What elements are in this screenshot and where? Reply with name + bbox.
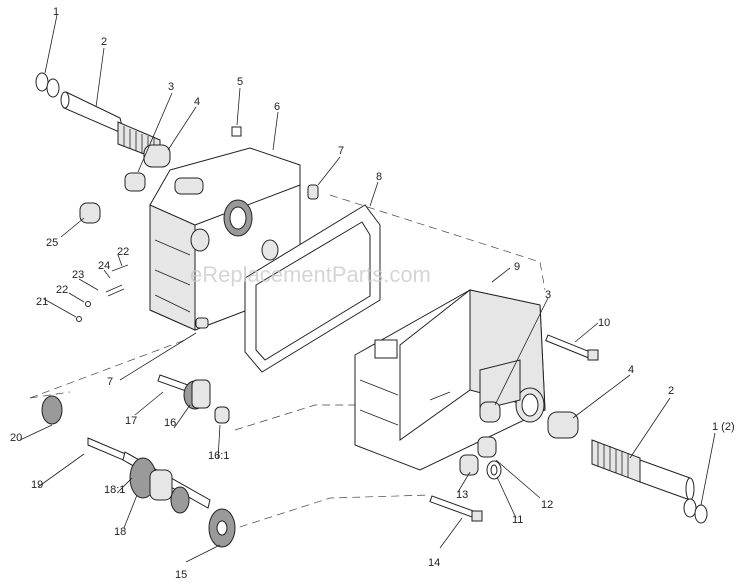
shaft-right — [591, 439, 695, 501]
callout-8: 8 — [376, 171, 382, 183]
callout-4-top: 4 — [194, 96, 200, 108]
gear-16 — [183, 379, 211, 410]
callout-16-1: 16:1 — [208, 450, 229, 462]
gear-18 — [129, 457, 190, 514]
callout-15: 15 — [175, 569, 187, 581]
callout-21: 21 — [36, 296, 48, 308]
callout-14: 14 — [428, 557, 440, 569]
retaining-rings-top — [35, 72, 60, 98]
bushing-top-3 — [124, 172, 146, 192]
callout-20: 20 — [10, 432, 22, 444]
bushing-16-1 — [214, 406, 230, 424]
callout-13: 13 — [456, 489, 468, 501]
callout-4-right: 4 — [628, 364, 634, 376]
right-housing — [354, 288, 546, 471]
callout-9: 9 — [514, 261, 520, 273]
callout-7-top: 7 — [338, 145, 344, 157]
callout-3-right: 3 — [545, 289, 551, 301]
callout-23: 23 — [72, 269, 84, 281]
callout-18: 18 — [114, 526, 126, 538]
retaining-rings-right — [683, 498, 708, 524]
dowel-pin-7-top — [307, 184, 319, 200]
callout-10: 10 — [598, 317, 610, 329]
callout-25: 25 — [46, 237, 58, 249]
callout-19: 19 — [31, 479, 43, 491]
bearing-top-4 — [143, 144, 171, 168]
callout-labels: 1 2 3 4 5 6 7 8 25 22 24 23 22 21 9 3 10… — [10, 6, 735, 581]
bushing-right-3 — [479, 401, 501, 423]
leader-lines — [19, 14, 716, 563]
bushing-12 — [477, 436, 497, 458]
callout-1-2: 1 (2) — [712, 421, 735, 433]
bolt-10 — [545, 334, 599, 361]
gear-20 — [41, 395, 63, 425]
watermark: eReplacementParts.com — [190, 262, 431, 287]
pin-17 — [157, 374, 189, 392]
bolt-14 — [429, 495, 483, 522]
callout-18-1: 18:1 — [104, 484, 125, 496]
dowel-pin-7-mid — [195, 317, 209, 329]
callout-3-top: 3 — [168, 81, 174, 93]
callout-12: 12 — [541, 499, 553, 511]
callout-22-b: 22 — [56, 284, 68, 296]
callout-11: 11 — [512, 514, 523, 526]
washer-11 — [486, 460, 502, 480]
assembly-guide-lines — [29, 194, 546, 536]
callout-5: 5 — [237, 76, 243, 88]
callout-17: 17 — [125, 415, 137, 427]
bearing-right-4 — [547, 411, 579, 439]
bushing-13 — [459, 454, 479, 476]
callout-16: 16 — [164, 417, 176, 429]
callout-22-a: 22 — [117, 246, 129, 258]
callout-6: 6 — [274, 101, 280, 113]
bushing-25 — [79, 202, 101, 224]
callout-24: 24 — [98, 260, 110, 272]
callout-2-right: 2 — [668, 385, 674, 397]
callout-2-top: 2 — [101, 36, 107, 48]
gasket — [244, 204, 381, 373]
callout-7-mid: 7 — [107, 376, 113, 388]
spring-pins-group — [76, 264, 129, 322]
callout-1-top: 1 — [53, 6, 59, 18]
gear-15 — [208, 508, 236, 548]
